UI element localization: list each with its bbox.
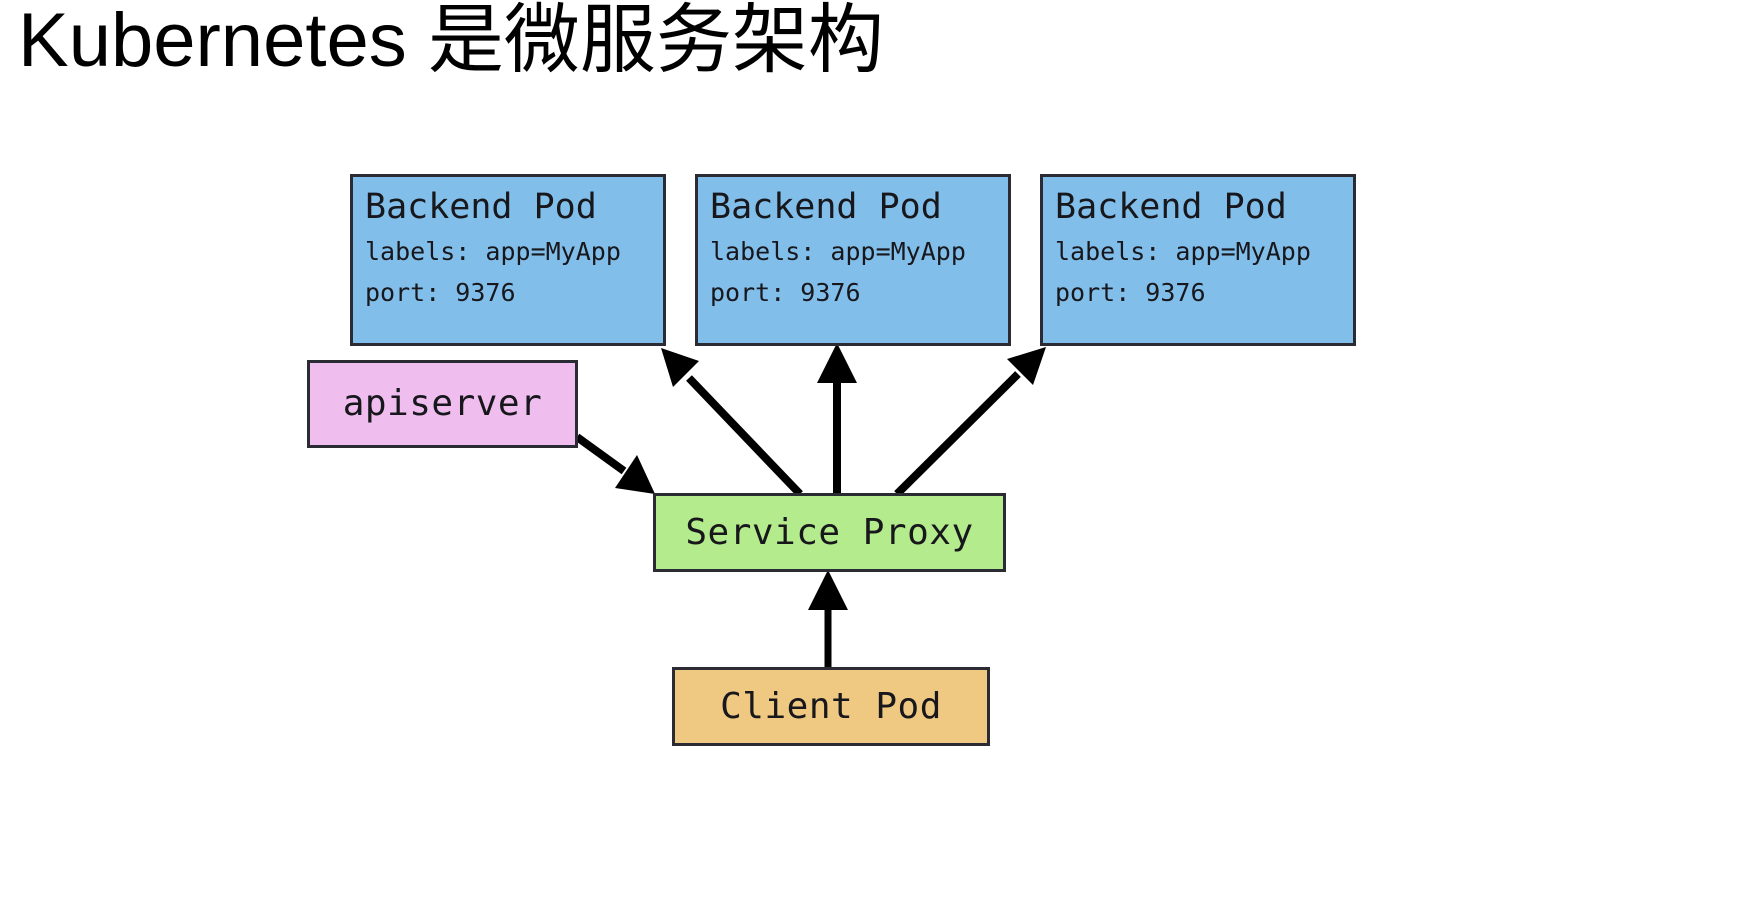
apiserver-node[interactable]: apiserver bbox=[307, 360, 578, 448]
backend-pod-port: port: 9376 bbox=[710, 278, 861, 307]
backend-pod-node-3[interactable]: Backend Pod labels: app=MyApp port: 9376 bbox=[1040, 174, 1356, 346]
edge-service-proxy-to-backend-pod-1 bbox=[661, 348, 803, 497]
client-pod-node[interactable]: Client Pod bbox=[672, 667, 990, 746]
backend-pod-port: port: 9376 bbox=[365, 278, 516, 307]
backend-pod-title: Backend Pod bbox=[365, 187, 597, 227]
backend-pod-port: port: 9376 bbox=[1055, 278, 1206, 307]
edge-service-proxy-to-backend-pod-2 bbox=[817, 343, 857, 494]
backend-pod-labels: labels: app=MyApp bbox=[710, 236, 966, 266]
backend-pod-labels: labels: app=MyApp bbox=[365, 236, 621, 266]
backend-pod-node-1[interactable]: Backend Pod labels: app=MyApp port: 9376 bbox=[350, 174, 666, 346]
service-proxy-label: Service Proxy bbox=[685, 511, 974, 553]
backend-pod-labels: labels: app=MyApp bbox=[1055, 236, 1311, 266]
apiserver-label: apiserver bbox=[342, 383, 543, 424]
edge-client-pod-to-service-proxy bbox=[808, 570, 848, 668]
edge-apiserver-to-service-proxy bbox=[574, 433, 655, 494]
service-proxy-node[interactable]: Service Proxy bbox=[653, 493, 1006, 572]
client-pod-label: Client Pod bbox=[720, 685, 942, 727]
backend-pod-title: Backend Pod bbox=[1055, 187, 1287, 227]
backend-pod-title: Backend Pod bbox=[710, 187, 942, 227]
edge-service-proxy-to-backend-pod-3 bbox=[894, 347, 1046, 497]
backend-pod-node-2[interactable]: Backend Pod labels: app=MyApp port: 9376 bbox=[695, 174, 1011, 346]
page-title: Kubernetes 是微服务架构 bbox=[18, 0, 884, 83]
